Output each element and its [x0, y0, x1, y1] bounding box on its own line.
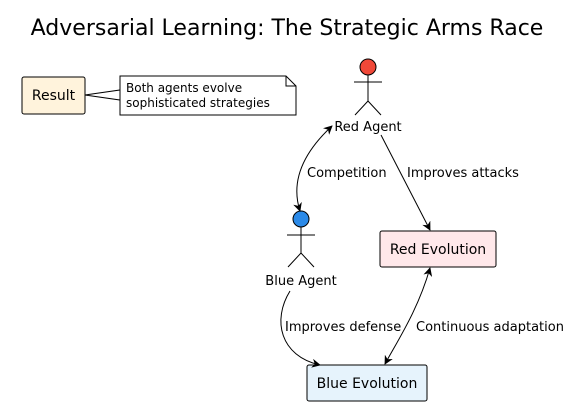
note-shape — [119, 75, 297, 116]
edge-improves-defense-label: Improves defense — [285, 320, 401, 335]
edge-improves-attacks — [380, 134, 431, 231]
note-connector — [84, 89, 121, 101]
note-line-1: Both agents evolve — [126, 81, 242, 95]
note-line-2: sophisticated strategies — [126, 96, 270, 110]
red-agent-actor: Red Agent — [334, 58, 402, 135]
blue-evolution-box: Blue Evolution — [306, 364, 428, 402]
red-evolution-shape — [379, 230, 497, 268]
note: Both agents evolve sophisticated strateg… — [119, 75, 297, 116]
diagram-title: Adversarial Learning: The Strategic Arms… — [31, 16, 544, 41]
edge-continuous-adaptation-label: Continuous adaptation — [416, 320, 564, 335]
edge-improves-attacks-label: Improves attacks — [407, 166, 519, 181]
red-agent-head — [359, 58, 377, 76]
result-label: Result — [32, 88, 76, 104]
red-evolution-label: Red Evolution — [390, 242, 486, 258]
edge-improves-defense — [280, 290, 321, 368]
blue-evolution-label: Blue Evolution — [317, 376, 418, 392]
blue-agent-label: Blue Agent — [265, 274, 336, 289]
blue-agent-actor: Blue Agent — [265, 210, 337, 289]
edge-competition — [293, 125, 333, 212]
edge-continuous-adaptation — [384, 267, 433, 365]
red-agent-legs — [354, 100, 382, 116]
result-box: Result — [21, 76, 86, 115]
blue-evolution-shape — [306, 364, 428, 402]
blue-agent-head — [292, 210, 310, 228]
blue-agent-legs — [287, 252, 315, 268]
note-fold — [285, 76, 296, 87]
edge-competition-label: Competition — [307, 166, 387, 181]
red-agent-label: Red Agent — [334, 120, 401, 135]
red-evolution-box: Red Evolution — [379, 230, 497, 268]
